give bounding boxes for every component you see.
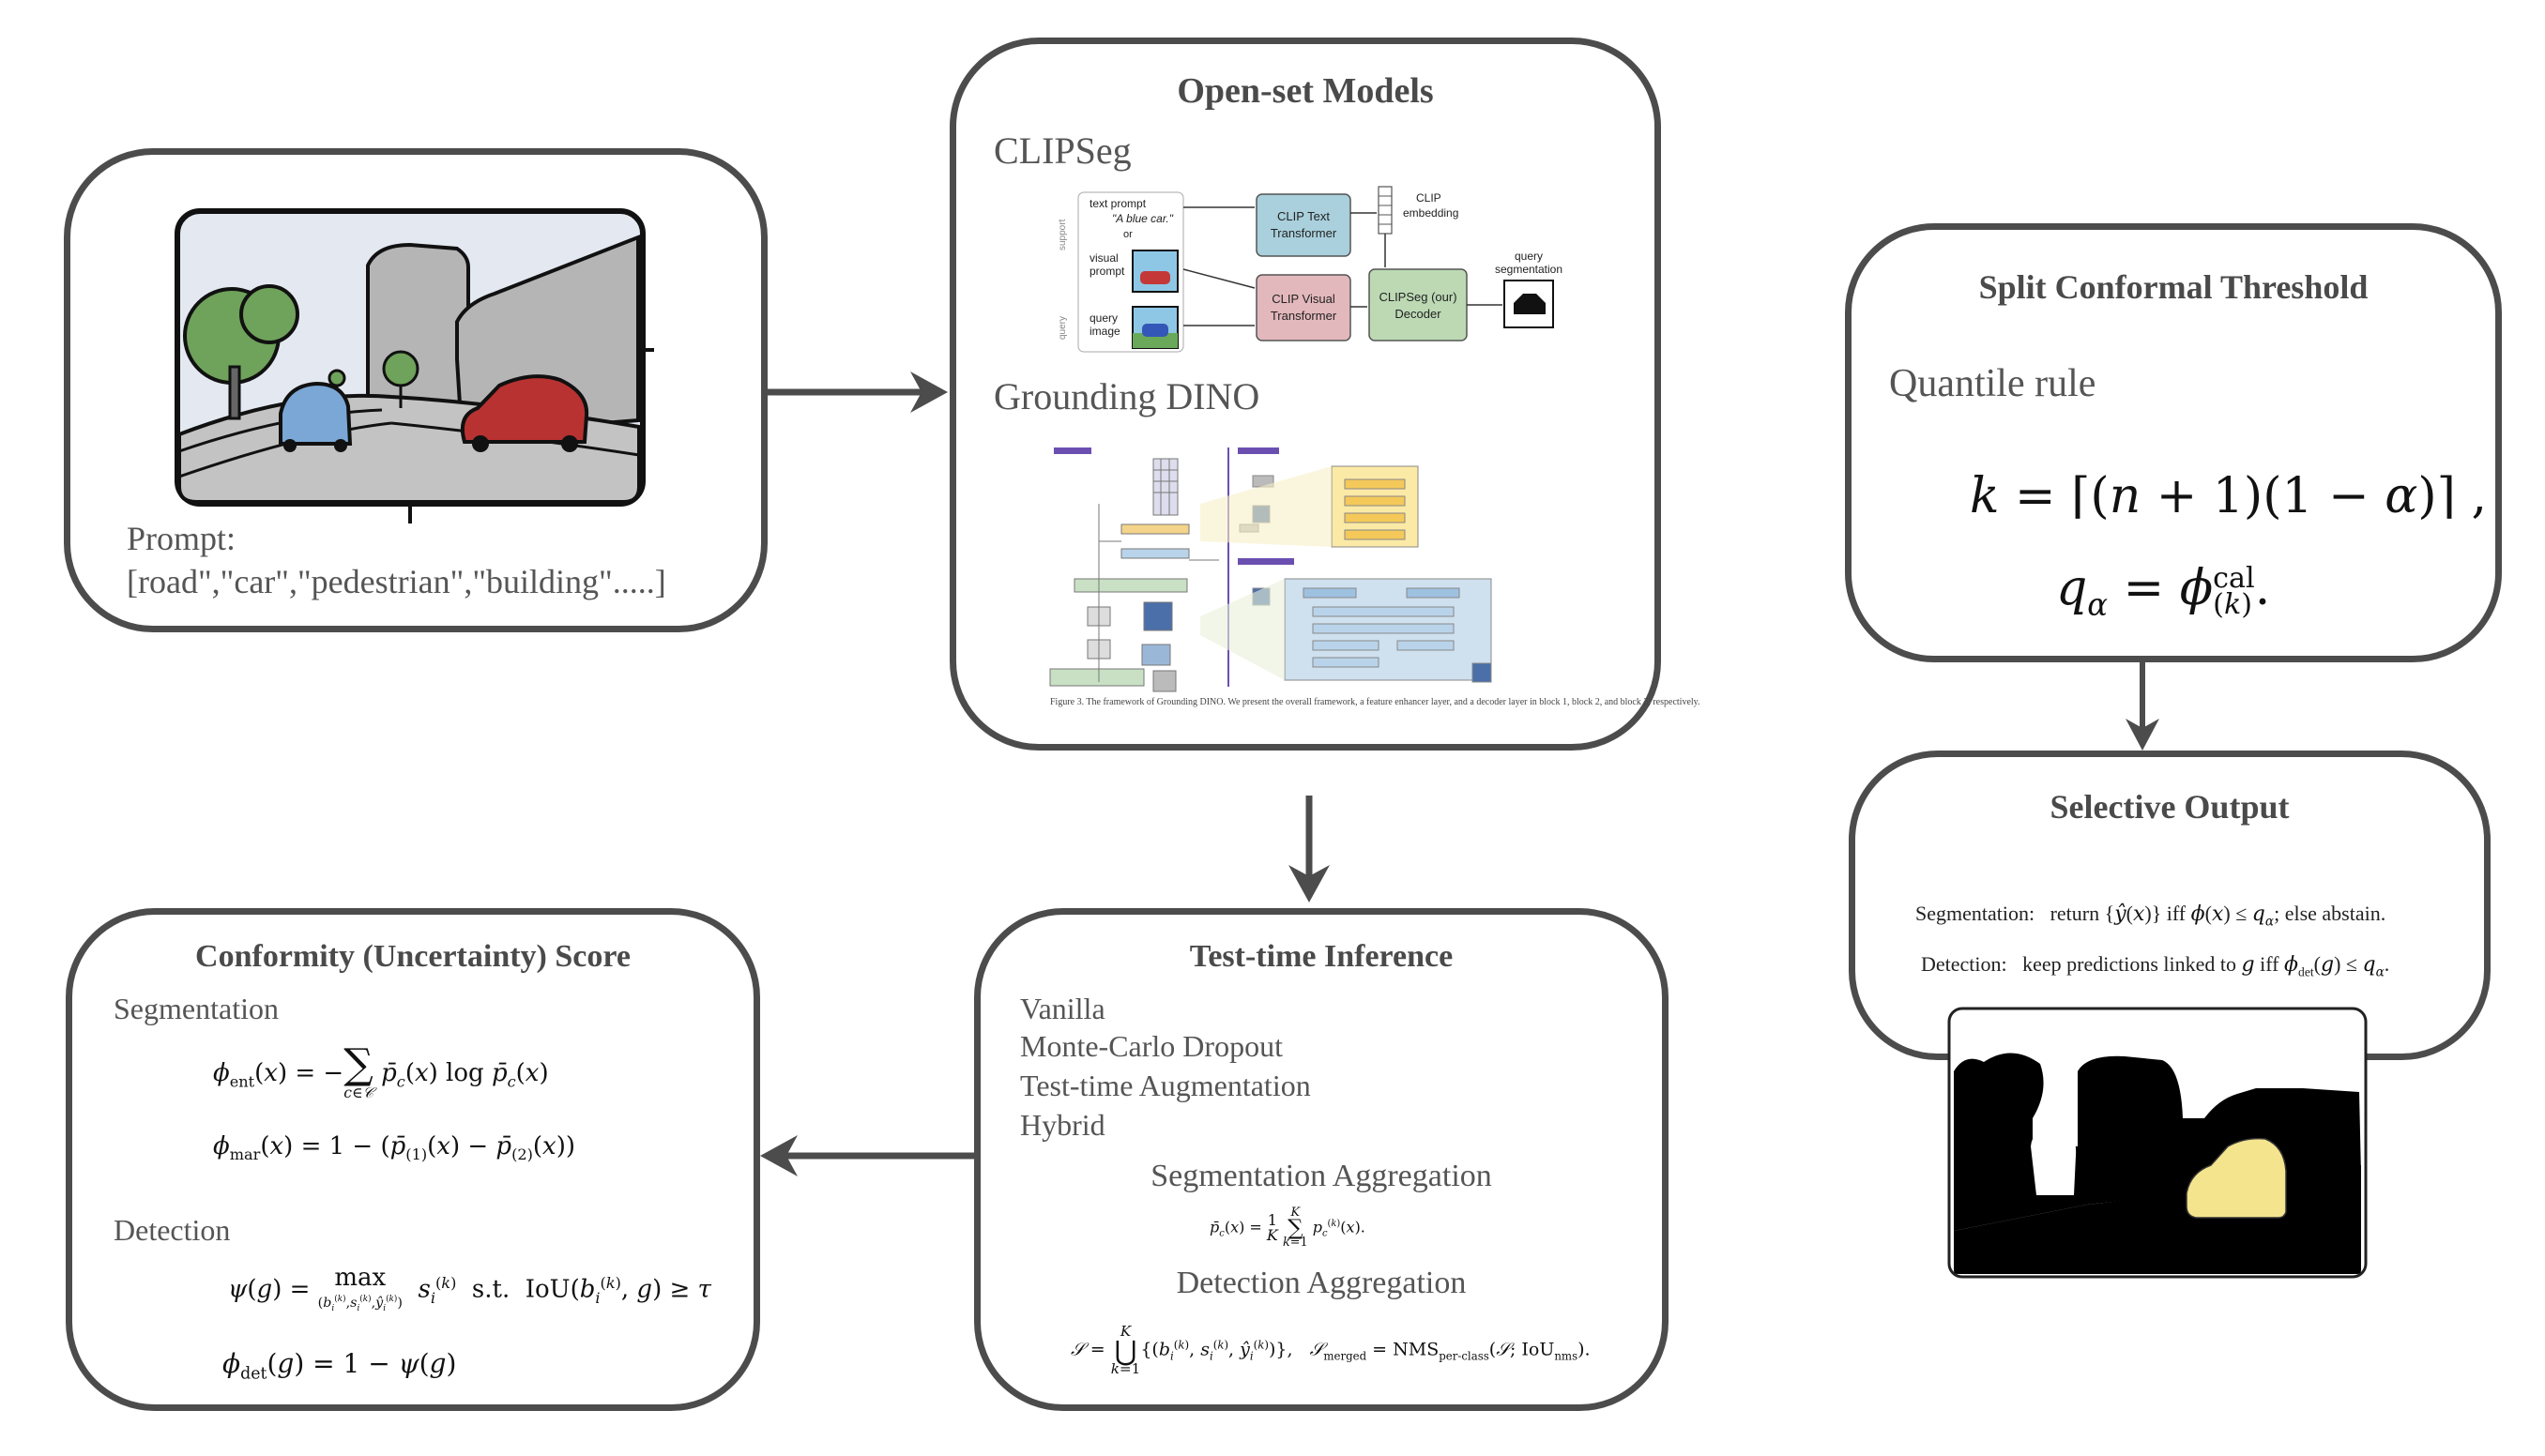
score-det-label: Detection [114, 1213, 231, 1247]
input-box: Prompt: [road","car","pedestrian","build… [64, 148, 768, 632]
clip-embedding-label-1: CLIP [1416, 191, 1441, 205]
prompt-label: Prompt: [127, 520, 236, 557]
selective-output-title: Selective Output [2050, 788, 2290, 826]
query-seg-label-1: query [1515, 250, 1543, 263]
visual-prompt-label-2: prompt [1090, 265, 1125, 278]
query-seg-label-2: segmentation [1495, 263, 1562, 276]
arrow-input-to-models [768, 372, 948, 413]
quantile-q-formula: qα = ϕcal(k). [2056, 560, 2271, 623]
detection-phi-formula: ϕdet(g) = 1 − ψ(g) [222, 1348, 457, 1384]
entropy-score-formula: ϕent(x) = −∑c∈𝒞 p̄c(x) log p̄c(x) [213, 1040, 549, 1102]
arrow-inference-to-score [760, 1135, 974, 1176]
selective-det-text-1: keep predictions linked to [2022, 952, 2242, 976]
det-aggregation-label: Detection Aggregation [1176, 1266, 1467, 1300]
inference-title: Test-time Inference [1189, 939, 1454, 974]
det-aggregation-formula: 𝒮 = K⋃k=1{(bi(k), si(k), ŷi(k))}, 𝒮merge… [1071, 1323, 1591, 1377]
selective-seg-text-2: } iff [2151, 902, 2191, 925]
clipseg-decoder-2: Decoder [1394, 307, 1441, 321]
clip-visual-transformer-2: Transformer [1271, 309, 1337, 323]
open-set-title: Open-set Models [1177, 71, 1434, 111]
conformity-score-box: Conformity (Uncertainty) Score Segmentat… [66, 908, 760, 1411]
split-conformal-title: Split Conformal Threshold [1978, 268, 2369, 306]
conformity-title: Conformity (Uncertainty) Score [195, 939, 631, 974]
open-set-models-box: Open-set Models CLIPSeg support query te… [950, 38, 1700, 751]
clip-embedding-label-2: embedding [1403, 206, 1458, 220]
method-hybrid: Hybrid [1020, 1108, 1105, 1142]
selective-det-label: Detection: [1921, 952, 2007, 976]
split-conformal-box: Split Conformal Threshold Quantile rule … [1845, 223, 2502, 662]
grounding-dino-architecture-figure: Figure 3. The framework of Grounding DIN… [1049, 447, 1700, 707]
segmentation-mask-output [1947, 1007, 2368, 1279]
margin-score-formula: ϕmar(x) = 1 − (p̄(1)(x) − p̄(2)(x)) [213, 1132, 576, 1164]
selective-det-text-2: iff [2254, 952, 2284, 976]
clip-visual-transformer-1: CLIP Visual [1272, 292, 1335, 306]
street-scene-illustration [175, 208, 654, 523]
detection-psi-formula: ψ(g) = max(bi(k),si(k),ŷi(k)) si(k) s.t.… [228, 1264, 711, 1314]
selective-seg-text-3: ; else abstain. [2274, 902, 2386, 925]
clipseg-label: CLIPSeg [994, 129, 1132, 172]
clip-text-transformer-2: Transformer [1271, 226, 1337, 240]
score-seg-label: Segmentation [114, 992, 279, 1025]
visual-prompt-label-1: visual [1090, 251, 1119, 265]
query-side-label: query [1058, 316, 1068, 340]
clip-text-transformer-1: CLIP Text [1277, 209, 1330, 223]
grounding-dino-label: Grounding DINO [994, 375, 1260, 417]
clipseg-architecture-figure: support query text prompt "A blue car." … [1058, 186, 1562, 353]
test-time-inference-box: Test-time Inference Vanilla Monte-Carlo … [974, 908, 1669, 1411]
or-label: or [1123, 229, 1133, 240]
arrow-threshold-to-output [2126, 661, 2159, 751]
quantile-k-formula: k = ⌈(n + 1)(1 − α)⌉ , [1970, 468, 2487, 524]
query-image-label-1: query [1090, 311, 1118, 325]
selective-det-rule: Detection: keep predictions linked to g … [1921, 952, 2390, 980]
selective-seg-text-1: return { [2050, 902, 2115, 925]
method-mc-dropout: Monte-Carlo Dropout [1020, 1029, 1283, 1063]
method-vanilla: Vanilla [1020, 992, 1105, 1025]
quantile-rule-label: Quantile rule [1889, 362, 2096, 405]
support-label: support [1058, 219, 1068, 250]
seg-aggregation-label: Segmentation Aggregation [1151, 1159, 1492, 1193]
prompt-classes: [road","car","pedestrian","building"....… [127, 563, 666, 600]
method-tta: Test-time Augmentation [1020, 1069, 1311, 1102]
clipseg-decoder-1: CLIPSeg (our) [1379, 290, 1456, 304]
grounding-dino-caption: Figure 3. The framework of Grounding DIN… [1050, 697, 1700, 707]
text-prompt-label: text prompt [1090, 197, 1147, 210]
arrow-models-to-inference [1288, 796, 1330, 902]
selective-seg-rule: Segmentation: return {ŷ(x)} iff ϕ(x) ≤ q… [1915, 902, 2386, 930]
query-image-label-2: image [1090, 325, 1120, 338]
selective-seg-label: Segmentation: [1915, 902, 2035, 925]
text-prompt-example: "A blue car." [1112, 212, 1174, 225]
